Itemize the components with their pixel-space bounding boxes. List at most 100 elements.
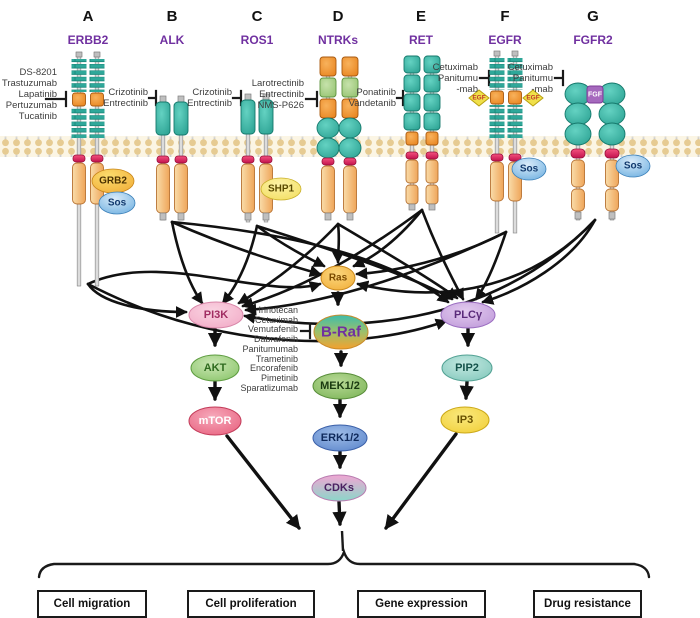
node-ras bbox=[320, 265, 356, 291]
drug-name: Sparatlizumab bbox=[240, 382, 298, 393]
drug-name: Cetuximab bbox=[254, 314, 298, 325]
node-ip3 bbox=[440, 406, 490, 434]
gene-label-egfr: EGFR bbox=[488, 33, 522, 47]
drug-name: Irinotecan bbox=[258, 305, 298, 315]
column-letter-c: C bbox=[251, 8, 263, 25]
column-letter-b: B bbox=[166, 8, 178, 25]
drug-name: Entrectinib bbox=[187, 98, 232, 109]
gene-label-ret: RET bbox=[409, 33, 433, 47]
cascade-arrows bbox=[207, 291, 476, 530]
node-akt bbox=[190, 354, 240, 382]
egf-ligand-left bbox=[468, 89, 490, 107]
drug-name: Encorafenib bbox=[249, 363, 298, 374]
fgf-ligand bbox=[586, 85, 604, 104]
shp1-label: SHP1 bbox=[267, 183, 295, 195]
sos-label-egfr: Sos bbox=[519, 163, 539, 175]
node-pi3k bbox=[188, 301, 244, 329]
grb2-label: GRB2 bbox=[99, 175, 127, 187]
outcome-brace bbox=[37, 548, 651, 579]
inhibition-lines bbox=[44, 69, 565, 340]
gene-label-ntrks: NTRKs bbox=[317, 33, 359, 47]
sos-protein-egfr bbox=[511, 157, 547, 181]
drug-name: Lapatinib bbox=[18, 89, 57, 100]
drug-name: Vandetanib bbox=[348, 98, 396, 109]
drug-name: Trametinib bbox=[255, 353, 298, 364]
sos-label-erbb2: Sos bbox=[107, 197, 127, 209]
column-letter-a: A bbox=[82, 8, 94, 25]
node-plcg bbox=[440, 301, 496, 329]
pi3k-label: PI3K bbox=[203, 309, 229, 321]
mtor-label: mTOR bbox=[198, 415, 232, 427]
column-letter-d: D bbox=[332, 8, 344, 25]
node-mtor bbox=[188, 406, 242, 436]
column-letter-e: E bbox=[415, 8, 427, 25]
receptor-egfr bbox=[468, 50, 544, 234]
drug-name: Trastuzumab bbox=[1, 78, 57, 89]
outcome-drug-resistance: Drug resistance bbox=[533, 590, 642, 618]
drug-name: Panitumu bbox=[437, 73, 478, 84]
ntrks-inhibitor-list: Larotrectinib Entrectinib NMS-P626 bbox=[244, 78, 304, 111]
node-cdks bbox=[311, 474, 367, 502]
receptor-signal-arrows bbox=[86, 208, 597, 343]
drug-name: -mab bbox=[456, 84, 478, 95]
braf-inhibitor-list: Irinotecan Cetuximab Vemutafenib Dabrafe… bbox=[228, 305, 298, 393]
drug-name: DS-8201 bbox=[19, 67, 58, 78]
drug-name: Entrectinib bbox=[259, 89, 304, 100]
receptor-alk bbox=[155, 95, 189, 221]
outcome-gene-expression: Gene expression bbox=[357, 590, 486, 618]
gene-label-alk: ALK bbox=[159, 33, 185, 47]
drug-name: Crizotinib bbox=[192, 87, 232, 98]
egf-label-left: EGF bbox=[472, 94, 486, 102]
receptor-fgfr2 bbox=[564, 82, 626, 221]
node-erk bbox=[312, 424, 368, 452]
gene-label-erbb2: ERBB2 bbox=[67, 33, 109, 47]
pathway-nodes bbox=[188, 265, 496, 502]
receptor-ret bbox=[403, 55, 441, 211]
node-mek bbox=[312, 372, 368, 400]
receptor-ros1 bbox=[240, 93, 274, 223]
braf-label: B-Raf bbox=[321, 323, 361, 341]
drug-name: Cetuximab bbox=[432, 62, 478, 73]
outcome-cell-migration: Cell migration bbox=[37, 590, 147, 618]
akt-label: AKT bbox=[203, 362, 227, 374]
node-braf bbox=[313, 314, 369, 350]
sos-label-fgfr2: Sos bbox=[623, 160, 643, 172]
egf-ligand-right bbox=[522, 89, 544, 107]
drug-name: Panitumumab bbox=[242, 343, 298, 354]
egf-label-right: EGF bbox=[526, 94, 540, 102]
drug-name: Panitumu bbox=[512, 73, 553, 84]
fgf-label: FGF bbox=[588, 91, 602, 99]
sos-protein-erbb2 bbox=[98, 191, 136, 215]
pip2-label: PIP2 bbox=[455, 362, 479, 374]
drug-name: Crizotinib bbox=[108, 87, 148, 98]
egfr-inhibitor-list-right: Cetuximab Panitumu -mab bbox=[507, 62, 553, 95]
egfr-inhibitor-list-left: Cetuximab Panitumu -mab bbox=[432, 62, 478, 95]
receptor-erbb2 bbox=[71, 51, 105, 287]
drug-name: Pertuzumab bbox=[5, 100, 57, 111]
erk-label: ERK1/2 bbox=[320, 432, 360, 444]
drug-name: Pimetinib bbox=[260, 372, 298, 383]
erbb2-inhibitor-list: DS-8201 Trastuzumab Lapatinib Pertuzumab… bbox=[0, 67, 57, 122]
drug-name: -mab bbox=[531, 84, 553, 95]
receptor-ntrks bbox=[316, 56, 362, 221]
ras-label: Ras bbox=[328, 272, 348, 284]
gene-label-ros1: ROS1 bbox=[240, 33, 274, 47]
drug-name: NMS-P626 bbox=[257, 100, 304, 111]
column-letter-g: G bbox=[587, 8, 599, 25]
drug-name: Ponatinib bbox=[356, 87, 396, 98]
drug-name: Larotrectinib bbox=[251, 78, 304, 89]
sos-protein-fgfr2 bbox=[615, 154, 651, 178]
gene-label-fgfr2: FGFR2 bbox=[573, 33, 613, 47]
node-pip2 bbox=[441, 354, 493, 382]
plcg-label: PLCγ bbox=[453, 309, 483, 321]
ret-inhibitor-list: Ponatinib Vandetanib bbox=[344, 87, 396, 109]
column-letter-f: F bbox=[500, 8, 510, 25]
drug-name: Vemutafenib bbox=[247, 324, 298, 335]
mek-label: MEK1/2 bbox=[320, 380, 360, 392]
shp1-protein bbox=[260, 177, 302, 201]
drug-name: Entrectinib bbox=[103, 98, 148, 109]
alk-inhibitor-list: Crizotinib Entrectinib bbox=[96, 87, 148, 109]
drug-name: Cetuximab bbox=[507, 62, 553, 73]
